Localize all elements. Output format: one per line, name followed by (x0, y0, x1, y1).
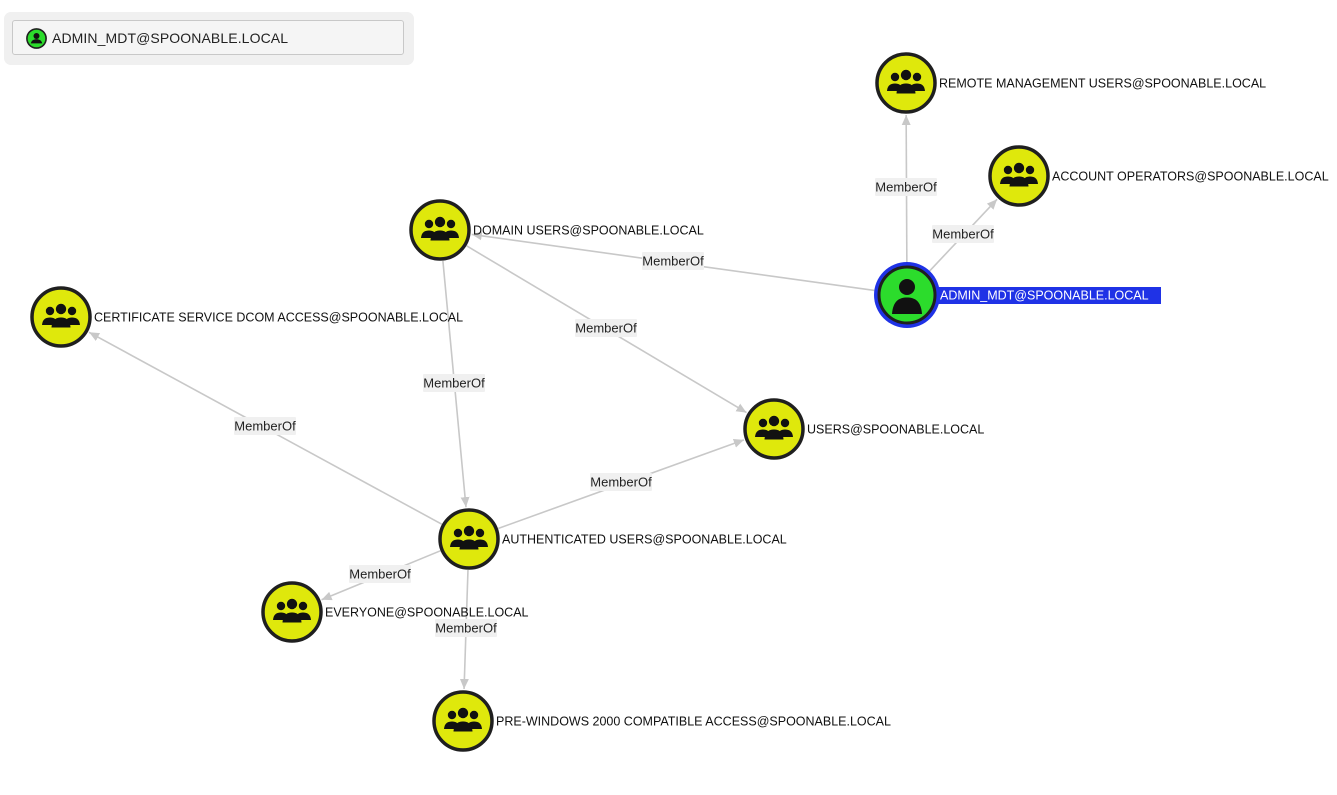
edge-label-text: MemberOf (575, 321, 637, 336)
node-circle (30, 286, 92, 348)
edge-label-background (590, 473, 652, 491)
node-label: ADMIN_MDT@SPOONABLE.LOCAL (940, 289, 1149, 303)
edge-label-background (234, 417, 296, 435)
selected-label-background (938, 287, 1161, 304)
search-value: ADMIN_MDT@SPOONABLE.LOCAL (52, 30, 289, 46)
group-icon (887, 69, 925, 94)
node-remote_mgmt[interactable]: REMOTE MANAGEMENT USERS@SPOONABLE.LOCAL (875, 52, 1266, 114)
node-circle (409, 199, 471, 261)
edge-label-text: MemberOf (590, 475, 652, 490)
node-users[interactable]: USERS@SPOONABLE.LOCAL (743, 398, 984, 460)
edges-layer (88, 114, 998, 690)
node-circle (743, 398, 805, 460)
edge-label-text: MemberOf (234, 419, 296, 434)
edge-label-background (575, 319, 637, 337)
edge-label-domain_users-to-users[interactable]: MemberOf (575, 319, 637, 337)
edge-label-text: MemberOf (932, 227, 994, 242)
node-account_ops[interactable]: ACCOUNT OPERATORS@SPOONABLE.LOCAL (988, 145, 1329, 207)
node-circle (988, 145, 1050, 207)
user-icon (892, 279, 922, 314)
node-circle (438, 508, 500, 570)
user-icon (26, 28, 47, 49)
search-panel: ADMIN_MDT@SPOONABLE.LOCAL (4, 12, 414, 65)
node-label: ACCOUNT OPERATORS@SPOONABLE.LOCAL (1052, 170, 1329, 184)
node-circle (875, 52, 937, 114)
group-icon (273, 598, 311, 623)
group-icon (450, 525, 488, 550)
edge-label-text: MemberOf (349, 567, 411, 582)
edge-label-admin_mdt-to-account_ops[interactable]: MemberOf (932, 225, 994, 243)
edge-label-auth_users-to-everyone[interactable]: MemberOf (349, 565, 411, 583)
node-label: EVERYONE@SPOONABLE.LOCAL (325, 606, 529, 620)
edge-labels-layer: MemberOfMemberOfMemberOfMemberOfMemberOf… (234, 178, 994, 637)
group-icon (421, 216, 459, 241)
edge-label-auth_users-to-cert_dcom[interactable]: MemberOf (234, 417, 296, 435)
node-label: USERS@SPOONABLE.LOCAL (807, 423, 984, 437)
edge-label-text: MemberOf (642, 254, 704, 269)
edge-label-auth_users-to-users[interactable]: MemberOf (590, 473, 652, 491)
edge-label-auth_users-to-prewin2000[interactable]: MemberOf (435, 619, 497, 637)
edge-label-background (435, 619, 497, 637)
edge-label-text: MemberOf (435, 621, 497, 636)
node-label: DOMAIN USERS@SPOONABLE.LOCAL (473, 224, 704, 238)
edge-label-background (423, 374, 485, 392)
node-auth_users[interactable]: AUTHENTICATED USERS@SPOONABLE.LOCAL (438, 508, 787, 570)
edge-label-admin_mdt-to-remote_mgmt[interactable]: MemberOf (875, 178, 937, 196)
group-icon (42, 303, 80, 328)
node-admin_mdt[interactable]: ADMIN_MDT@SPOONABLE.LOCAL (874, 262, 1161, 328)
node-domain_users[interactable]: DOMAIN USERS@SPOONABLE.LOCAL (409, 199, 704, 261)
group-icon (444, 707, 482, 732)
nodes-layer: ADMIN_MDT@SPOONABLE.LOCAL REMOTE MANAGEME… (30, 52, 1329, 752)
edge-label-background (932, 225, 994, 243)
node-everyone[interactable]: EVERYONE@SPOONABLE.LOCAL (261, 581, 529, 643)
node-circle (432, 690, 494, 752)
edge-label-text: MemberOf (875, 180, 937, 195)
edge-label-background (642, 252, 704, 270)
edge-label-background (349, 565, 411, 583)
node-label: AUTHENTICATED USERS@SPOONABLE.LOCAL (502, 533, 787, 547)
node-prewin2000[interactable]: PRE-WINDOWS 2000 COMPATIBLE ACCESS@SPOON… (432, 690, 891, 752)
node-label: PRE-WINDOWS 2000 COMPATIBLE ACCESS@SPOON… (496, 715, 891, 729)
node-cert_dcom[interactable]: CERTIFICATE SERVICE DCOM ACCESS@SPOONABL… (30, 286, 463, 348)
group-icon (755, 415, 793, 440)
edge-label-background (875, 178, 937, 196)
node-circle (261, 581, 323, 643)
edge-label-text: MemberOf (423, 376, 485, 391)
edge-label-admin_mdt-to-domain_users[interactable]: MemberOf (642, 252, 704, 270)
group-icon (1000, 162, 1038, 187)
node-label: REMOTE MANAGEMENT USERS@SPOONABLE.LOCAL (939, 77, 1266, 91)
search-input[interactable]: ADMIN_MDT@SPOONABLE.LOCAL (12, 20, 404, 55)
node-label: CERTIFICATE SERVICE DCOM ACCESS@SPOONABL… (94, 311, 463, 325)
edge-label-domain_users-to-auth_users[interactable]: MemberOf (423, 374, 485, 392)
